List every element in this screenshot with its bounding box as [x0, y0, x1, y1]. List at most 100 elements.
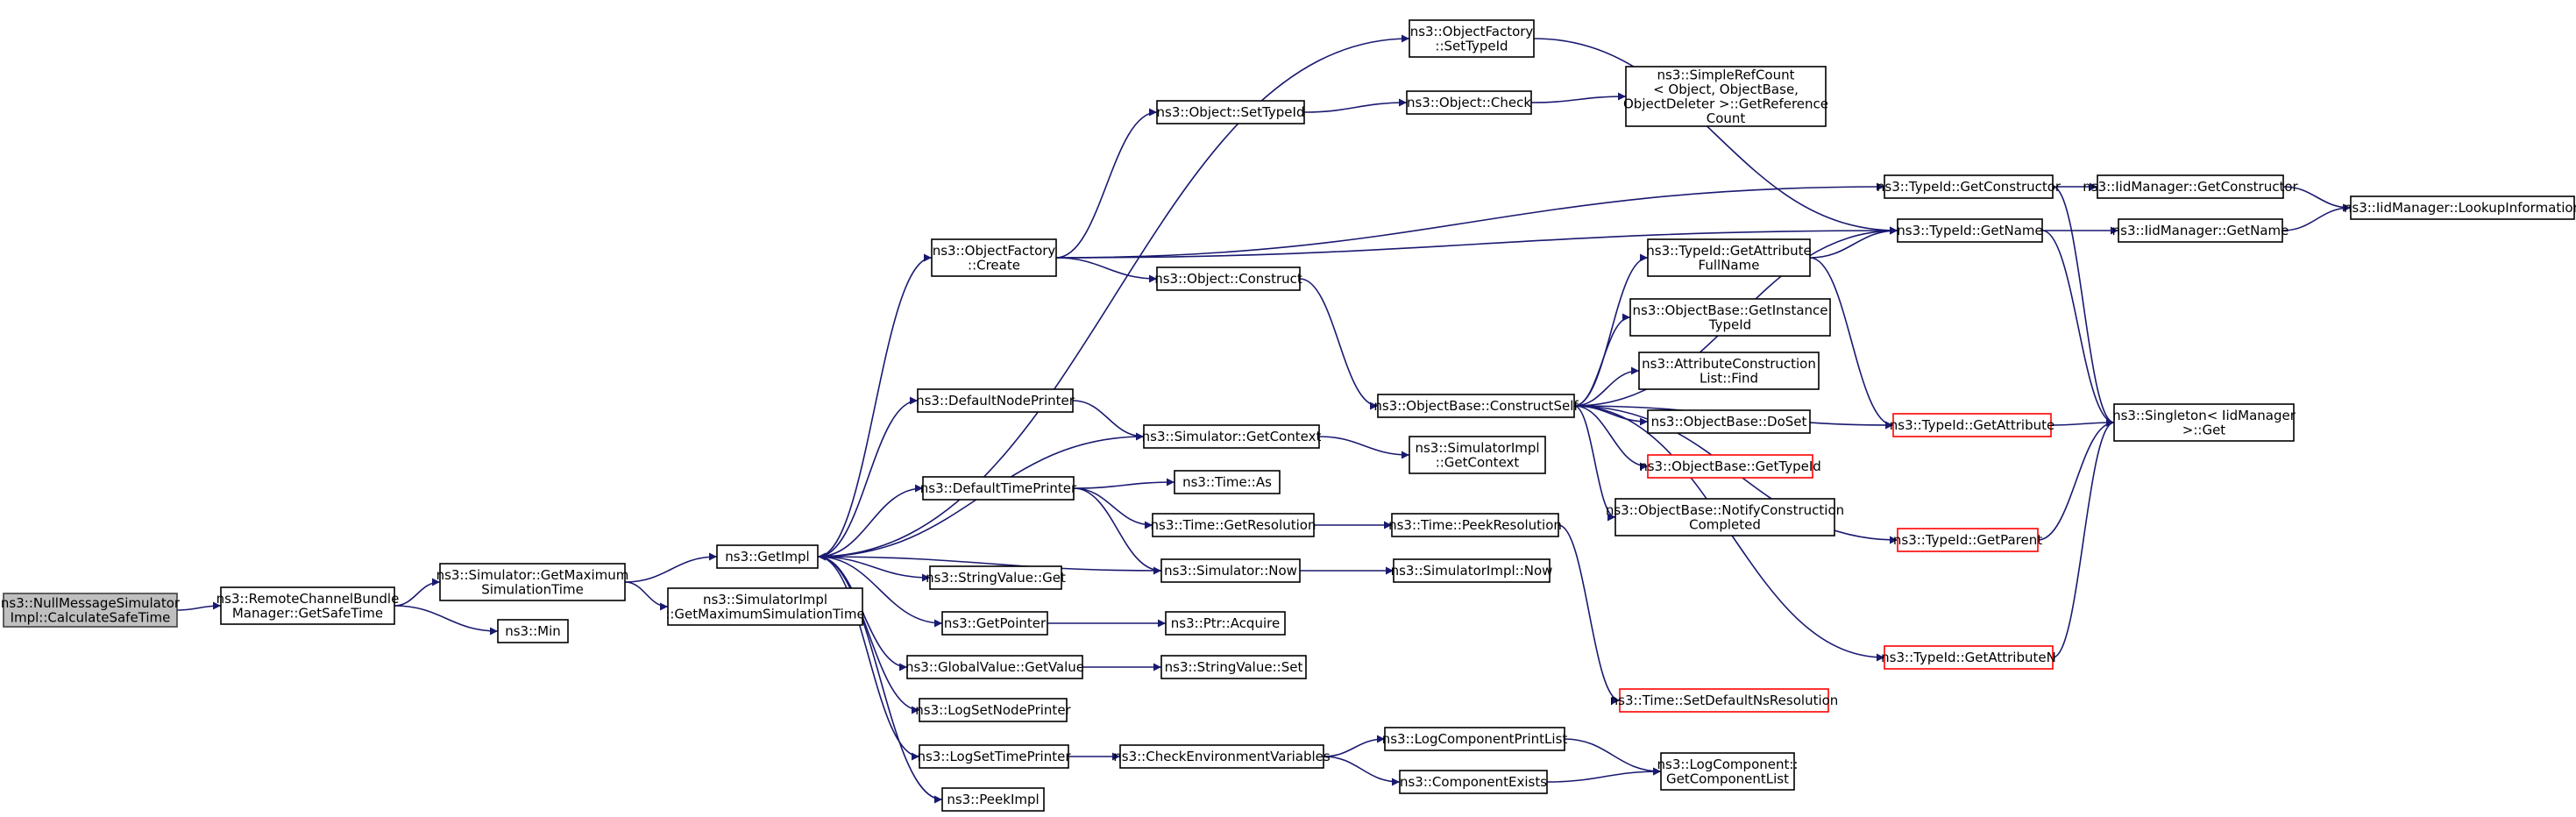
node-implnow[interactable]: ns3::SimulatorImpl::Now — [1391, 558, 1553, 583]
edge-rcb-to-min — [394, 605, 499, 636]
node-getattr[interactable]: ns3::TypeId::GetAttribute — [1890, 413, 2054, 437]
node-getctor[interactable]: ns3::TypeId::GetConstructor — [1877, 174, 2062, 199]
node-obconstruct[interactable]: ns3::ObjectBase::ConstructSelf — [1373, 394, 1579, 418]
node-box — [919, 698, 1068, 722]
node-logtime[interactable]: ns3::LogSetTimePrinter — [917, 744, 1071, 769]
edge-deftime-to-simnow — [1073, 487, 1162, 575]
node-peek[interactable]: ns3::PeekImpl — [941, 787, 1045, 812]
node-label: ns3::Min — [505, 623, 561, 639]
node-lognode[interactable]: ns3::LogSetNodePrinter — [915, 698, 1072, 722]
node-simnow[interactable]: ns3::Simulator::Now — [1160, 558, 1301, 583]
node-getparent[interactable]: ns3::TypeId::GetParent — [1893, 528, 2042, 552]
node-checkenv[interactable]: ns3::CheckEnvironmentVariables — [1113, 744, 1331, 769]
node-simctx[interactable]: ns3::Simulator::GetContext — [1142, 424, 1322, 449]
node-ofsettid[interactable]: ns3::ObjectFactory::SetTypeId — [1409, 19, 1535, 58]
node-refcount[interactable]: ns3::SimpleRefCount< Object, ObjectBase,… — [1623, 66, 1828, 127]
node-label: ns3::Time::GetResolution — [1151, 517, 1316, 533]
node-iidname[interactable]: ns3::IidManager::GetName — [2112, 218, 2289, 243]
node-obtid[interactable]: ns3::ObjectBase::GetTypeId — [1639, 454, 1821, 479]
node-min[interactable]: ns3::Min — [497, 619, 569, 643]
node-implctx[interactable]: ns3::SimulatorImpl::GetContext — [1409, 436, 1546, 474]
edge-path — [2282, 186, 2352, 212]
node-getattrn[interactable]: ns3::TypeId::GetAttributeN — [1881, 645, 2056, 670]
edge-simctx-to-implctx — [1318, 436, 1410, 459]
node-box — [1647, 238, 1811, 277]
edge-obconstruct-to-instance — [1573, 313, 1631, 407]
node-label: TypeId — [1708, 316, 1751, 332]
node-timeres[interactable]: ns3::Time::GetResolution — [1151, 513, 1316, 537]
node-deftime[interactable]: ns3::DefaultTimePrinter — [920, 476, 1077, 501]
node-box — [1160, 655, 1307, 679]
node-label: ns3::DefaultNodePrinter — [916, 393, 1075, 408]
node-strset[interactable]: ns3::StringValue::Set — [1160, 655, 1307, 679]
node-label: Manager::GetSafeTime — [232, 605, 383, 621]
node-notify[interactable]: ns3::ObjectBase::NotifyConstructionCompl… — [1606, 498, 1844, 536]
node-getname[interactable]: ns3::TypeId::GetName — [1897, 218, 2043, 243]
node-label: Impl::CalculateSafeTime — [11, 609, 171, 625]
node-getcomp[interactable]: ns3::LogComponent::GetComponentList — [1657, 752, 1799, 791]
edge-path — [817, 396, 919, 558]
node-ptracq[interactable]: ns3::Ptr::Acquire — [1165, 611, 1286, 636]
node-rcb[interactable]: ns3::RemoteChannelBundleManager::GetSafe… — [216, 586, 400, 625]
node-getptr[interactable]: ns3::GetPointer — [941, 611, 1048, 636]
edge-path — [2052, 186, 2115, 427]
edge-path — [1809, 226, 1898, 259]
node-box — [3, 593, 178, 628]
node-label: ns3::SimpleRefCount — [1657, 67, 1795, 82]
node-objsettid[interactable]: ns3::Object::SetTypeId — [1156, 100, 1305, 124]
node-logprint[interactable]: ns3::LogComponentPrintList — [1382, 727, 1568, 751]
node-doset[interactable]: ns3::ObjectBase::DoSet — [1647, 409, 1811, 434]
node-box — [1884, 174, 2054, 199]
node-box — [439, 563, 626, 601]
node-timeas[interactable]: ns3::Time::As — [1174, 470, 1281, 494]
node-strget[interactable]: ns3::StringValue::Get — [926, 565, 1066, 590]
node-label: ns3::SimulatorImpl — [1415, 440, 1539, 456]
node-box — [906, 655, 1083, 679]
node-compexists[interactable]: ns3::ComponentExists — [1399, 770, 1548, 794]
node-defnode[interactable]: ns3::DefaultNodePrinter — [916, 388, 1075, 413]
edge-path — [1546, 767, 1662, 783]
node-box — [1119, 744, 1324, 769]
node-objconstruct[interactable]: ns3::Object::Construct — [1154, 266, 1302, 291]
edge-gaf-to-getattr — [1809, 257, 1894, 430]
node-box — [1377, 394, 1575, 418]
node-implmax[interactable]: ns3::SimulatorImpl::GetMaximumSimulation… — [665, 587, 865, 626]
edge-ofcreate-to-objconstruct — [1055, 257, 1158, 283]
node-objcheck[interactable]: ns3::Object::Check — [1406, 90, 1532, 115]
node-ofcreate[interactable]: ns3::ObjectFactory::Create — [931, 238, 1057, 277]
node-iidctor[interactable]: ns3::IidManager::GetConstructor — [2083, 174, 2299, 199]
edge-getimpl-to-ofsettid — [817, 34, 1410, 558]
node-box — [1165, 611, 1286, 636]
edge-getparent-to-singleton — [2037, 418, 2115, 541]
node-root[interactable]: ns3::NullMessageSimulatorImpl::Calculate… — [1, 593, 181, 628]
edge-path — [2050, 418, 2115, 427]
node-peekres[interactable]: ns3::Time::PeekResolution — [1388, 513, 1562, 537]
node-label: ns3::SimulatorImpl::Now — [1391, 563, 1553, 579]
node-box — [1393, 558, 1551, 583]
edge-checkenv-to-compexists — [1323, 756, 1401, 786]
node-label: ns3::Singleton< IidManager — [2112, 408, 2296, 423]
node-lookup[interactable]: ns3::IidManager::LookupInformation — [2344, 195, 2576, 220]
node-gvget[interactable]: ns3::GlobalValue::GetValue — [905, 655, 1084, 679]
edge-simnow-to-getimpl — [817, 552, 1162, 572]
node-label: ns3::Simulator::Now — [1164, 563, 1297, 579]
node-setdef[interactable]: ns3::Time::SetDefaultNsResolution — [1610, 688, 1839, 713]
node-label: ns3::LogComponent:: — [1657, 757, 1799, 772]
node-box — [1143, 424, 1320, 449]
node-box — [1638, 352, 1820, 390]
node-label: ns3::Simulator::GetContext — [1142, 429, 1322, 444]
node-getimpl[interactable]: ns3::GetImpl — [716, 544, 819, 569]
node-label: ::GetMaximumSimulationTime — [665, 606, 864, 622]
node-label: ns3::CheckEnvironmentVariables — [1113, 749, 1331, 764]
node-box — [1614, 498, 1835, 536]
node-label: ns3::Time::SetDefaultNsResolution — [1610, 693, 1839, 708]
edge-getimpl-to-getptr — [817, 556, 943, 628]
node-simmax[interactable]: ns3::Simulator::GetMaximumSimulationTime — [436, 563, 629, 601]
node-box — [1619, 688, 1829, 713]
node-singleton[interactable]: ns3::Singleton< IidManager>::Get — [2112, 403, 2296, 442]
edge-path — [1318, 436, 1410, 459]
